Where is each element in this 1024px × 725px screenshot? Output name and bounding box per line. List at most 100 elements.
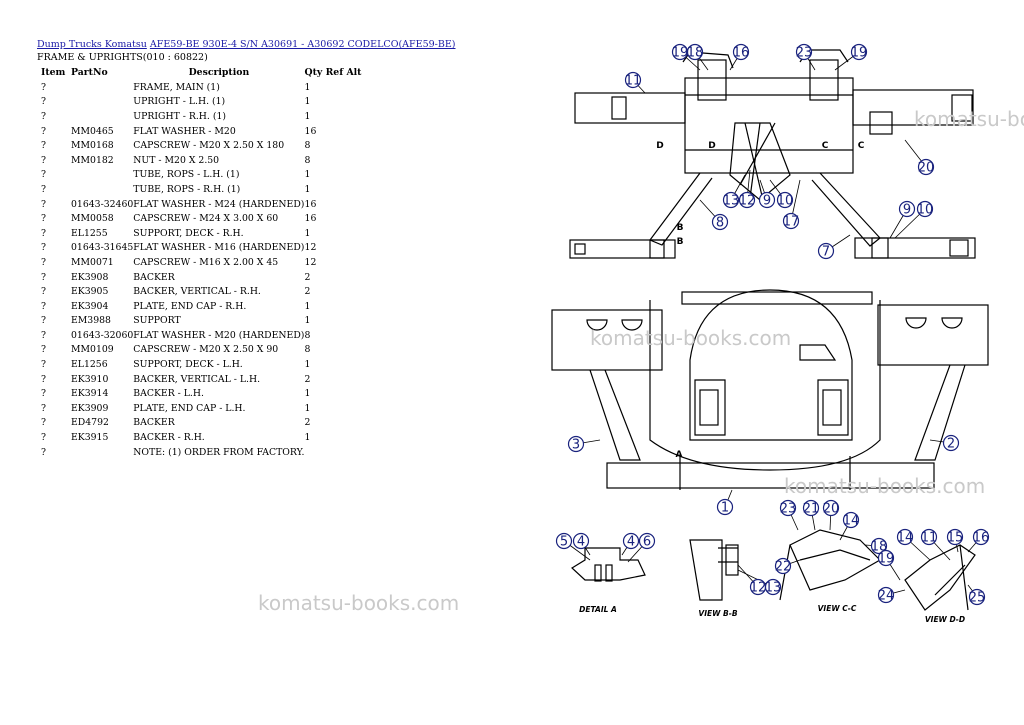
callout-bubble <box>764 578 782 596</box>
cell-description: BACKER, VERTICAL - R.H. <box>133 286 261 298</box>
cell-description: CAPSCREW - M16 X 2.00 X 45 <box>133 256 279 268</box>
callout-number: 14 <box>897 531 914 546</box>
callout-number: 19 <box>878 552 895 567</box>
cell-item: ? <box>41 140 46 152</box>
cell-qty: 1 <box>304 300 311 312</box>
cell-qty: 8 <box>304 329 311 341</box>
cell-item: ? <box>41 271 46 283</box>
cell-partno: EK3904 <box>71 300 109 312</box>
header-item: Item <box>41 67 66 78</box>
cell-qty: 12 <box>304 256 317 268</box>
cell-partno <box>71 80 133 95</box>
cell-description: TUBE, ROPS - L.H. (1) <box>133 169 240 181</box>
cell-description: NOTE: (1) ORDER FROM FACTORY. <box>133 446 305 458</box>
cell-partno: EK3908 <box>71 271 109 283</box>
callout-number: 21 <box>803 502 820 517</box>
callout-number: 10 <box>777 194 794 209</box>
table-row: ? NOTE: (1) ORDER FROM FACTORY. <box>37 445 361 460</box>
cell-qty: 2 <box>304 286 311 298</box>
callout-number: 12 <box>739 194 756 209</box>
cell-partno: EK3905 <box>71 286 109 298</box>
cell-partno: EK3909 <box>71 402 109 414</box>
callout-bubble <box>722 191 740 209</box>
cell-description: BACKER - R.H. <box>133 432 205 444</box>
cell-description: FLAT WASHER - M20 (HARDENED) <box>133 329 305 341</box>
cell-description: CAPSCREW - M20 X 2.50 X 180 <box>133 140 285 152</box>
callout-number: 10 <box>917 203 934 218</box>
callout-bubble <box>779 499 797 517</box>
watermark: komatsu-books.com <box>784 474 986 498</box>
cell-partno: EK3910 <box>71 373 109 385</box>
view-label: VIEW B-B <box>698 609 737 618</box>
section-mark: D <box>656 141 663 151</box>
callout-bubble <box>877 549 895 567</box>
callout-number: 23 <box>780 502 797 517</box>
callout-number: 11 <box>625 74 642 89</box>
callout-number: 11 <box>921 531 938 546</box>
callout-number: 15 <box>947 531 964 546</box>
cell-description: SUPPORT, DECK - R.H. <box>133 227 244 239</box>
cell-item: ? <box>41 242 46 254</box>
cell-item: ? <box>41 344 46 356</box>
callout-number: 1 <box>721 501 729 516</box>
table-row: ?TUBE, ROPS - R.H. (1)1 <box>37 182 361 197</box>
cell-item: ? <box>41 169 46 181</box>
callout-bubble <box>774 557 792 575</box>
cell-item: ? <box>41 256 46 268</box>
callout-bubble <box>842 511 860 529</box>
breadcrumb-link-model[interactable]: AFE59-BE 930E-4 S/N A30691 - A30692 CODE… <box>149 39 456 50</box>
callout-bubble <box>638 532 656 550</box>
cell-item: ? <box>41 388 46 400</box>
cell-description: BACKER - L.H. <box>133 388 204 400</box>
cell-partno: 01643-31645 <box>71 242 134 254</box>
section-mark: D <box>708 141 715 151</box>
cell-item: ? <box>41 446 46 458</box>
cell-qty: 1 <box>304 183 311 195</box>
callout-number: 8 <box>716 216 724 231</box>
callout-number: 12 <box>750 581 767 596</box>
cell-description: NUT - M20 X 2.50 <box>133 154 220 166</box>
cell-partno: EK3915 <box>71 432 109 444</box>
cell-description: FLAT WASHER - M24 (HARDENED) <box>133 198 305 210</box>
cell-description: FLAT WASHER - M20 <box>133 125 236 137</box>
cell-qty: 1 <box>304 432 311 444</box>
cell-item: ? <box>41 213 46 225</box>
cell-partno <box>71 182 133 197</box>
callout-number: 18 <box>687 46 704 61</box>
breadcrumb-link-dump-trucks[interactable]: Dump Trucks Komatsu <box>37 39 147 50</box>
cell-description: FRAME, MAIN (1) <box>133 81 220 93</box>
cell-item: ? <box>41 432 46 444</box>
cell-description: UPRIGHT - R.H. (1) <box>133 110 226 122</box>
callout-bubble <box>738 191 756 209</box>
cell-description: FLAT WASHER - M16 (HARDENED) <box>133 242 305 254</box>
callout-bubble <box>916 200 934 218</box>
cell-qty: 8 <box>304 140 311 152</box>
cell-description: SUPPORT <box>133 315 181 327</box>
cell-qty: 1 <box>304 110 311 122</box>
cell-description: BACKER <box>133 417 175 429</box>
cell-item: ? <box>41 300 46 312</box>
cell-partno: MM0109 <box>71 344 114 356</box>
callout-bubble <box>732 43 750 61</box>
cell-qty: 1 <box>304 227 311 239</box>
cell-qty: 16 <box>304 213 317 225</box>
cell-qty: 1 <box>304 315 311 327</box>
callout-bubble <box>802 499 820 517</box>
callout-number: 14 <box>843 514 860 529</box>
cell-item: ? <box>41 96 46 108</box>
view-label: DETAIL A <box>579 605 617 614</box>
cell-description: CAPSCREW - M20 X 2.50 X 90 <box>133 344 279 356</box>
section-mark: B <box>677 237 684 247</box>
callout-bubble <box>671 43 689 61</box>
callout-bubble <box>877 586 895 604</box>
cell-partno: MM0058 <box>71 213 114 225</box>
cell-item: ? <box>41 110 46 122</box>
